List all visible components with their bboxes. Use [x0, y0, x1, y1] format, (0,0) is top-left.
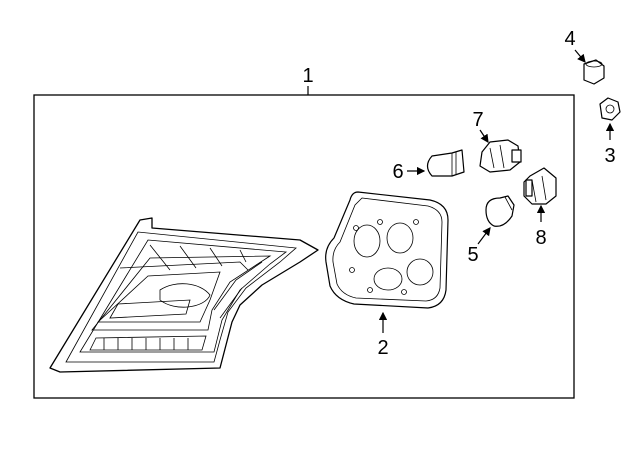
bulb-6	[426, 149, 465, 177]
callout-6-group: 6	[392, 161, 426, 183]
callout-1: 1	[302, 65, 313, 87]
callout-1-group: 1	[302, 65, 314, 95]
callout-7: 7	[472, 109, 483, 131]
callout-3-group: 3	[604, 122, 616, 167]
nut-4	[583, 59, 605, 85]
callout-5: 5	[467, 244, 478, 266]
assembly-frame	[33, 94, 575, 399]
callout-4-group: 4	[564, 28, 586, 63]
callout-3: 3	[604, 145, 615, 167]
socket-8	[523, 167, 557, 205]
bulb-5	[485, 195, 515, 227]
callout-7-leader	[479, 129, 489, 143]
callout-8: 8	[535, 227, 546, 249]
callout-4-leader	[574, 49, 586, 63]
callout-2-group: 2	[377, 311, 389, 359]
socket-7	[479, 139, 522, 173]
nut-3	[599, 97, 621, 121]
tail-lamp-housing	[49, 217, 319, 373]
callout-7-group: 7	[472, 109, 489, 143]
callout-4: 4	[564, 28, 575, 50]
callout-5-leader	[477, 227, 491, 245]
callout-8-group: 8	[535, 204, 547, 249]
gasket	[325, 191, 449, 309]
callout-2: 2	[377, 337, 388, 359]
callout-5-group: 5	[467, 227, 491, 266]
callout-6: 6	[392, 161, 403, 183]
